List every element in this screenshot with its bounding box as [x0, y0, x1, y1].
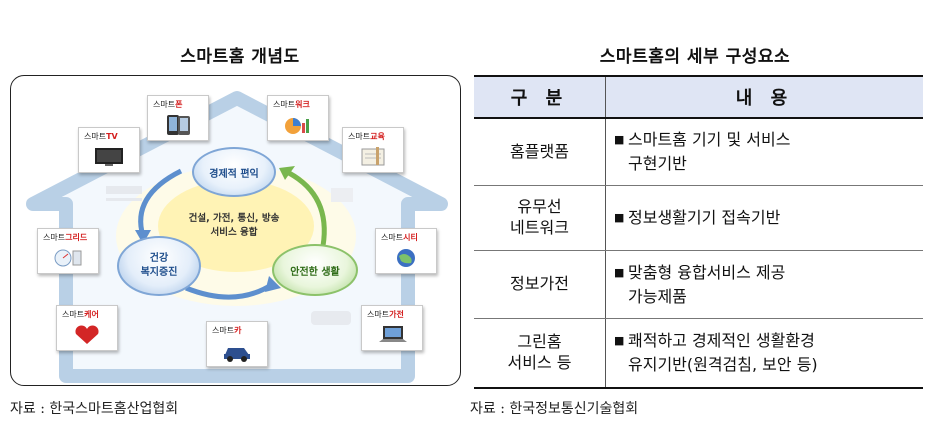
smart-education-card: 스마트교육 — [342, 127, 404, 173]
card-prefix: 스마트 — [212, 326, 235, 335]
category-line-1: 홈플랫폼 — [510, 141, 569, 161]
car-icon — [224, 348, 250, 362]
health-welfare-line-1: 건강 — [149, 253, 169, 264]
card-suffix: 그리드 — [65, 233, 88, 242]
card-suffix: 워크 — [295, 100, 310, 109]
table-row: 그린홈 서비스 등 ■쾌적하고 경제적인 생활환경 유지기반(원격검침, 보안 … — [474, 318, 923, 389]
card-prefix: 스마트 — [43, 233, 66, 242]
chart-work-icon — [285, 118, 309, 134]
card-suffix: 가전 — [389, 310, 404, 319]
concept-diagram-title: 스마트홈 개념도 — [180, 47, 300, 67]
card-prefix: 스마트 — [84, 132, 107, 141]
components-table: 구 분 내 용 홈플랫폼 ■스마트홈 기기 및 서비스 구현기반 유무선 네트워… — [474, 75, 923, 389]
center-line-1: 건설, 가전, 통신, 방송 — [188, 213, 280, 225]
television-icon — [95, 148, 123, 166]
header-category: 구 분 — [474, 75, 606, 119]
description-line-2: 가능제품 — [628, 286, 687, 306]
category-line-1: 유무선 — [517, 197, 562, 217]
row-description: ■쾌적하고 경제적인 생활환경 유지기반(원격검침, 보안 등) — [605, 318, 923, 389]
smart-tv-card: 스마트TV — [78, 127, 140, 173]
components-table-title: 스마트홈의 세부 구성요소 — [599, 47, 791, 67]
smart-car-card: 스마트카 — [206, 321, 268, 367]
category-line-1: 정보가전 — [510, 274, 569, 294]
smart-city-card: 스마트시티 — [375, 228, 437, 274]
card-suffix: 시티 — [403, 233, 418, 242]
card-suffix: 케어 — [84, 310, 99, 319]
health-welfare-line-2: 복지증진 — [140, 267, 178, 278]
row-description: ■맞춤형 융합서비스 제공 가능제품 — [605, 250, 923, 319]
card-suffix: TV — [106, 132, 118, 141]
smartphone-icon — [167, 115, 190, 135]
card-prefix: 스마트 — [62, 310, 85, 319]
bullet-icon: ■ — [614, 265, 625, 279]
bullet-icon: ■ — [614, 211, 625, 224]
description-line-1: 쾌적하고 경제적인 생활환경 — [628, 331, 815, 350]
economic-benefit-bubble: 경제적 편익 — [192, 147, 276, 197]
power-meter-icon — [54, 249, 82, 267]
category-line-2: 네트워크 — [510, 218, 569, 237]
health-welfare-bubble: 건강 복지증진 — [117, 236, 201, 296]
bullet-icon: ■ — [614, 334, 625, 347]
card-suffix: 폰 — [175, 100, 183, 109]
notebook-icon — [361, 147, 385, 166]
smart-care-card: 스마트케어 — [56, 305, 118, 351]
description-line-2: 유지기반(원격검침, 보안 등) — [628, 355, 818, 374]
row-description: ■스마트홈 기기 및 서비스 구현기반 — [605, 118, 923, 186]
card-prefix: 스마트 — [381, 233, 404, 242]
description-line-1: 맞춤형 융합서비스 제공 — [628, 262, 786, 282]
smart-grid-card: 스마트그리드 — [37, 228, 99, 274]
table-row: 유무선 네트워크 ■정보생활기기 접속기반 — [474, 185, 923, 251]
row-category: 그린홈 서비스 등 — [474, 318, 606, 389]
card-prefix: 스마트 — [153, 100, 176, 109]
row-category: 정보가전 — [474, 250, 606, 319]
table-row: 정보가전 ■맞춤형 융합서비스 제공 가능제품 — [474, 250, 923, 319]
table-row: 홈플랫폼 ■스마트홈 기기 및 서비스 구현기반 — [474, 118, 923, 186]
center-line-2: 서비스 융합 — [210, 227, 258, 238]
diagram-source-note: 자료 : 한국스마트홈산업협회 — [10, 401, 179, 417]
description-line-2: 구현기반 — [628, 154, 687, 173]
card-suffix: 교육 — [370, 132, 385, 141]
row-category: 홈플랫폼 — [474, 118, 606, 186]
description-line-1: 스마트홈 기기 및 서비스 — [628, 130, 791, 149]
globe-icon — [397, 249, 415, 267]
heart-icon — [75, 325, 99, 344]
bullet-icon: ■ — [614, 133, 625, 146]
smart-appliance-card: 스마트가전 — [361, 305, 423, 351]
row-description: ■정보생활기기 접속기반 — [605, 185, 923, 251]
description-line-1: 정보생활기기 접속기반 — [628, 208, 781, 227]
card-prefix: 스마트 — [367, 310, 390, 319]
category-line-1: 그린홈 — [517, 332, 562, 352]
header-content: 내 용 — [605, 75, 923, 119]
table-source-note: 자료 : 한국정보통신기술협회 — [470, 401, 639, 417]
table-header-row: 구 분 내 용 — [474, 75, 923, 119]
card-suffix: 카 — [234, 326, 242, 335]
category-line-2: 서비스 등 — [507, 353, 572, 372]
safe-living-bubble: 안전한 생활 — [272, 244, 358, 296]
card-prefix: 스마트 — [348, 132, 371, 141]
card-prefix: 스마트 — [273, 100, 296, 109]
convergence-core-text: 건설, 가전, 통신, 방송 서비스 융합 — [169, 186, 299, 266]
row-category: 유무선 네트워크 — [474, 185, 606, 251]
smart-home-concept-diagram: 건설, 가전, 통신, 방송 서비스 융합 경제적 편익 건강 복지증진 안전한… — [10, 75, 461, 386]
smart-work-card: 스마트워크 — [267, 95, 329, 141]
smart-phone-card: 스마트폰 — [147, 95, 209, 141]
laptop-icon — [379, 326, 407, 342]
